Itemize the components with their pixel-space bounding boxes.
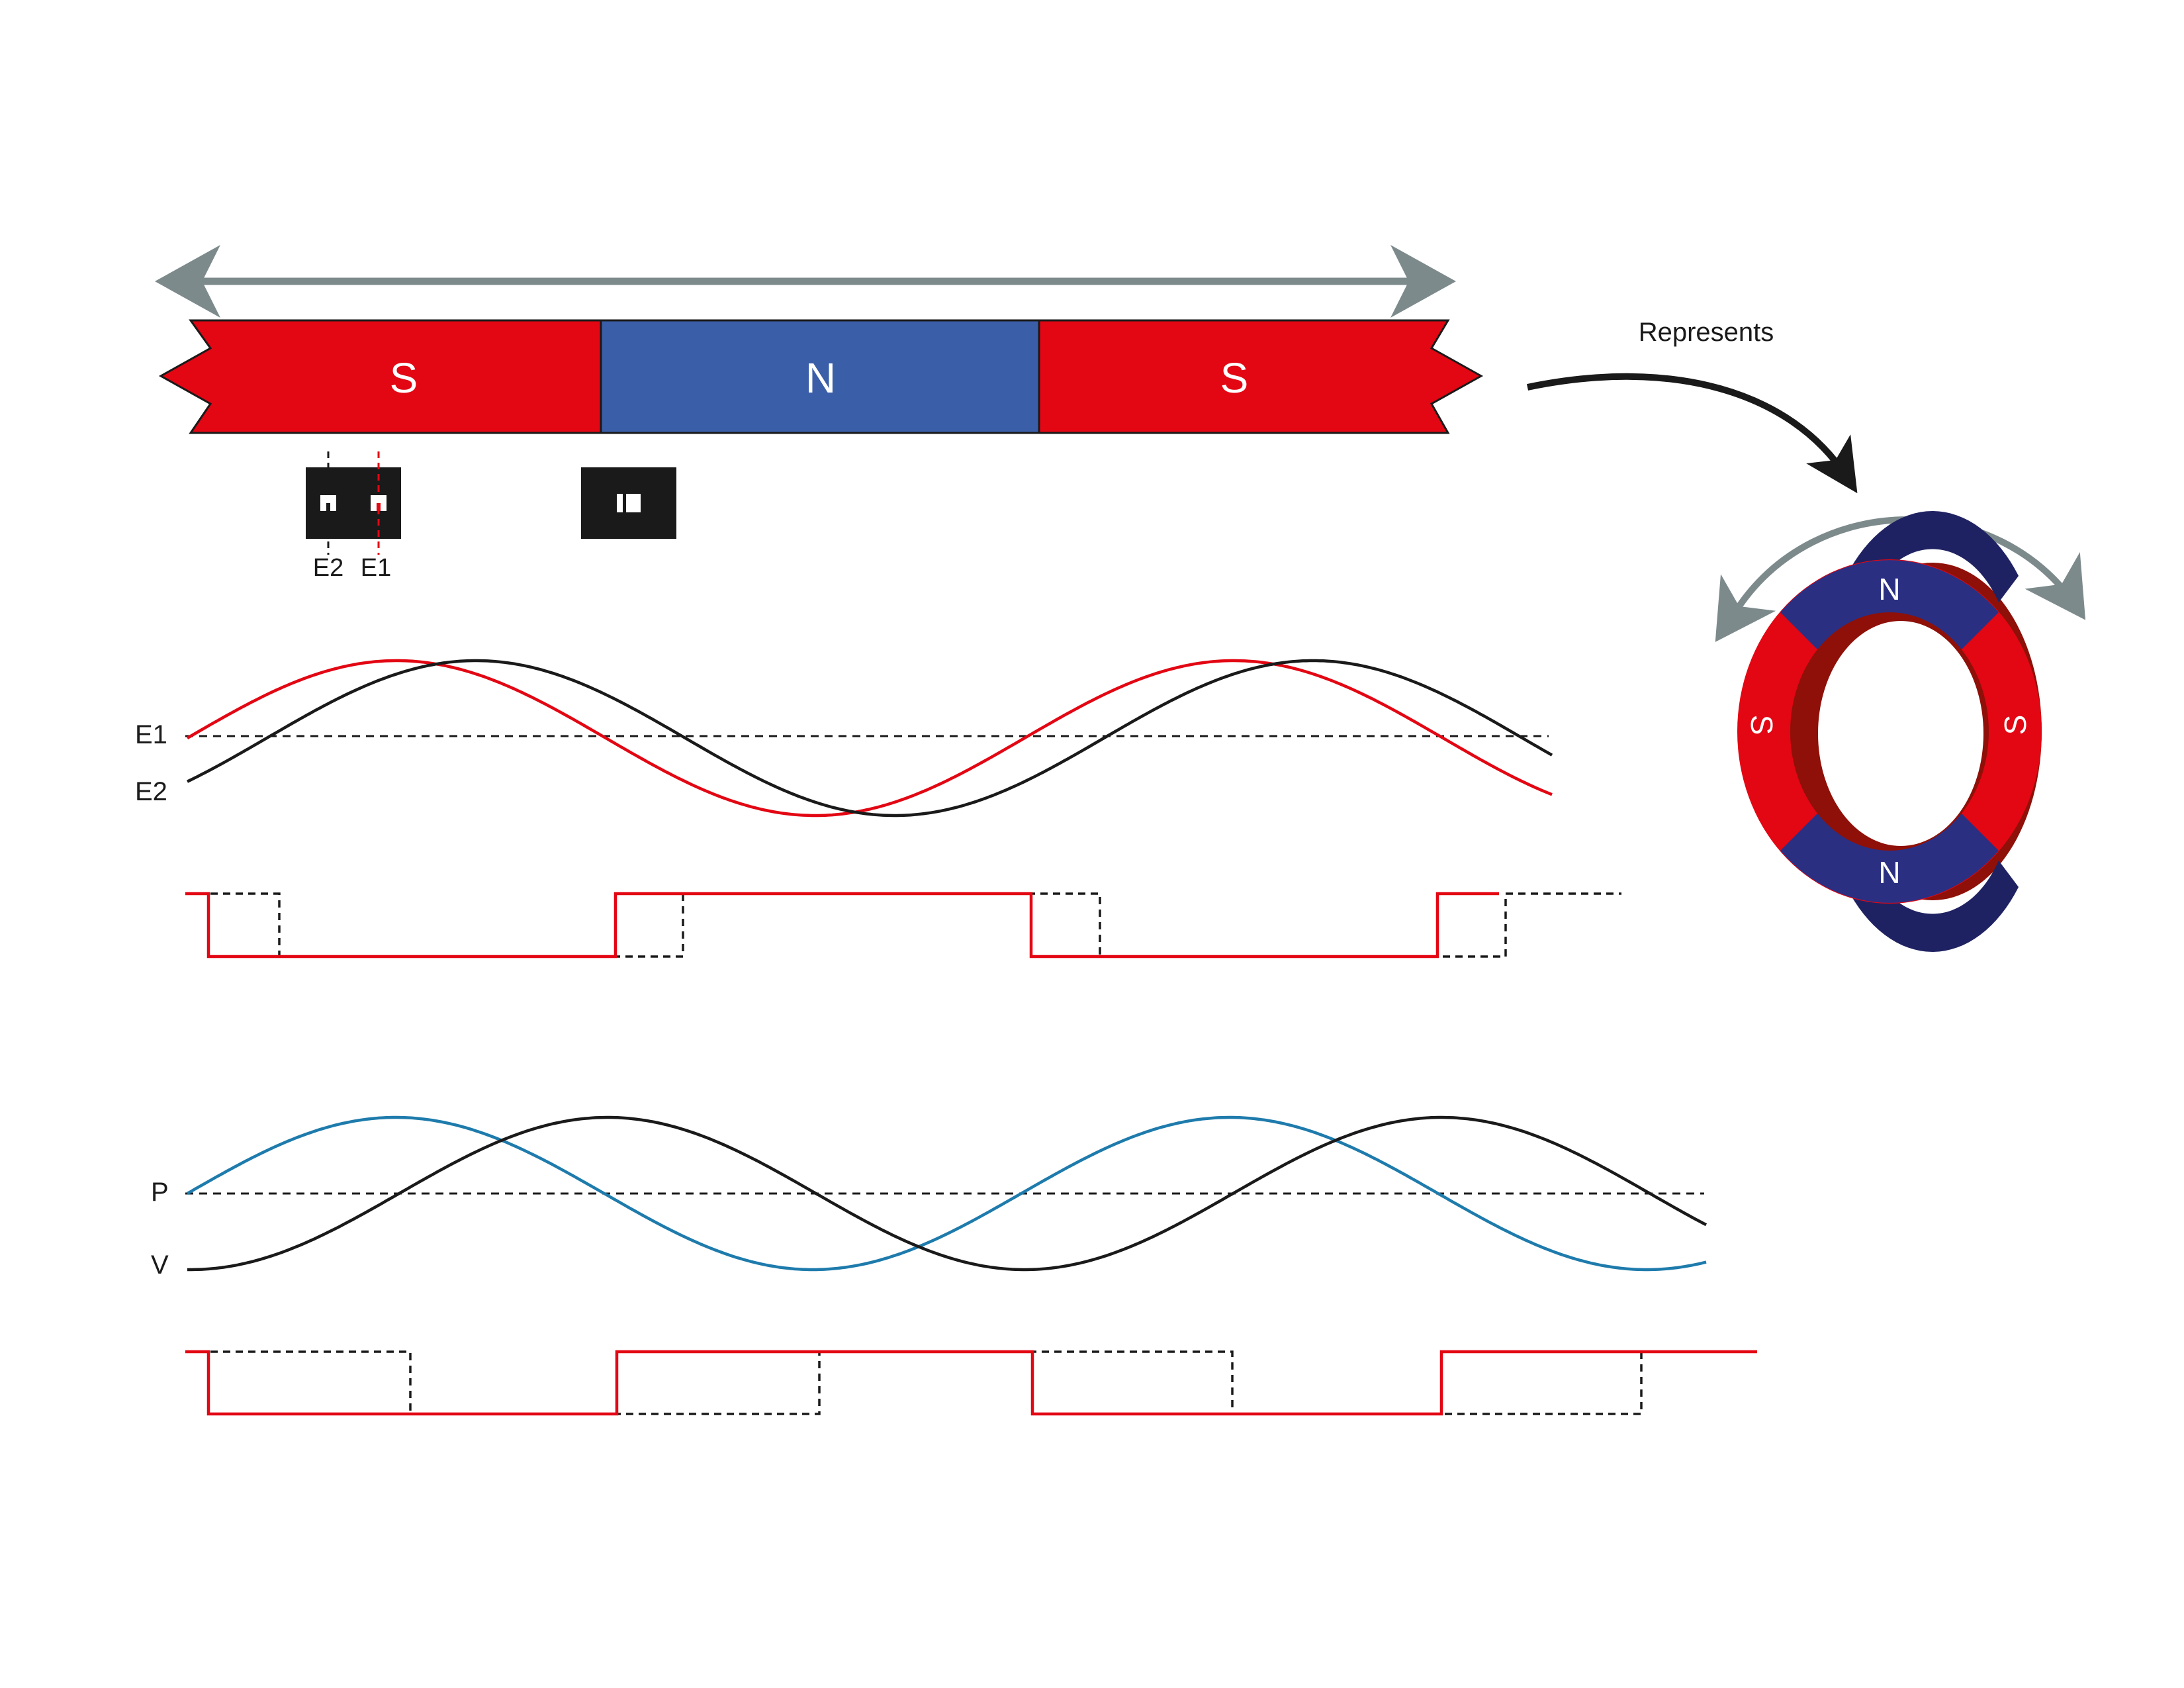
e1-digital-square-wave [185,892,1499,959]
e1-sine-wave [186,659,1553,818]
e2-sine-wave [187,659,1553,818]
represents-curved-arrow [1526,373,1858,494]
encoder-chip-body [306,467,401,539]
ring-pole-label-top: N [1878,572,1900,606]
ring-pole-label-left: S [1745,715,1779,735]
reference-sensor-chip [581,467,676,539]
reference-hall-element [617,494,641,512]
strip-pole-label: S [390,354,418,402]
strip-south-left-segment [158,319,602,434]
e1-sensor-label: E1 [361,554,391,582]
ring-north-bottom-sector [1780,808,1999,903]
ring-north-top-sector [1780,560,1999,655]
p-digital-square-wave [185,1350,1757,1416]
p-signal-label: P [151,1178,169,1207]
ring-hole [1818,621,1983,846]
v-signal-label: V [151,1250,169,1280]
strip-pole-label: S [1220,354,1249,402]
ring-side-north-bottom [1846,861,2019,952]
v-digital-square-wave [185,1350,1754,1415]
magnetic-strip: S N S [158,319,1484,434]
strip-north-segment [600,319,1040,434]
e2-digital-square-wave [185,892,1621,958]
strip-pole-label: N [805,354,836,402]
encoder-sensor-chip: E2 E1 [306,451,401,582]
ring-side-north-top [1846,511,2019,602]
ring-magnet: N N S S [1715,511,2086,952]
e2-sensor-label: E2 [313,554,343,582]
strip-south-right-segment [1038,319,1484,434]
e2-signal-label: E2 [135,777,167,806]
p-sine-wave [186,1115,1707,1272]
represents-label: Represents [1639,318,1774,347]
e1-signal-label: E1 [135,720,167,749]
ring-pole-label-right: S [1998,715,2032,735]
ring-pole-label-bottom: N [1878,855,1900,890]
v-sine-wave [187,1115,1707,1272]
